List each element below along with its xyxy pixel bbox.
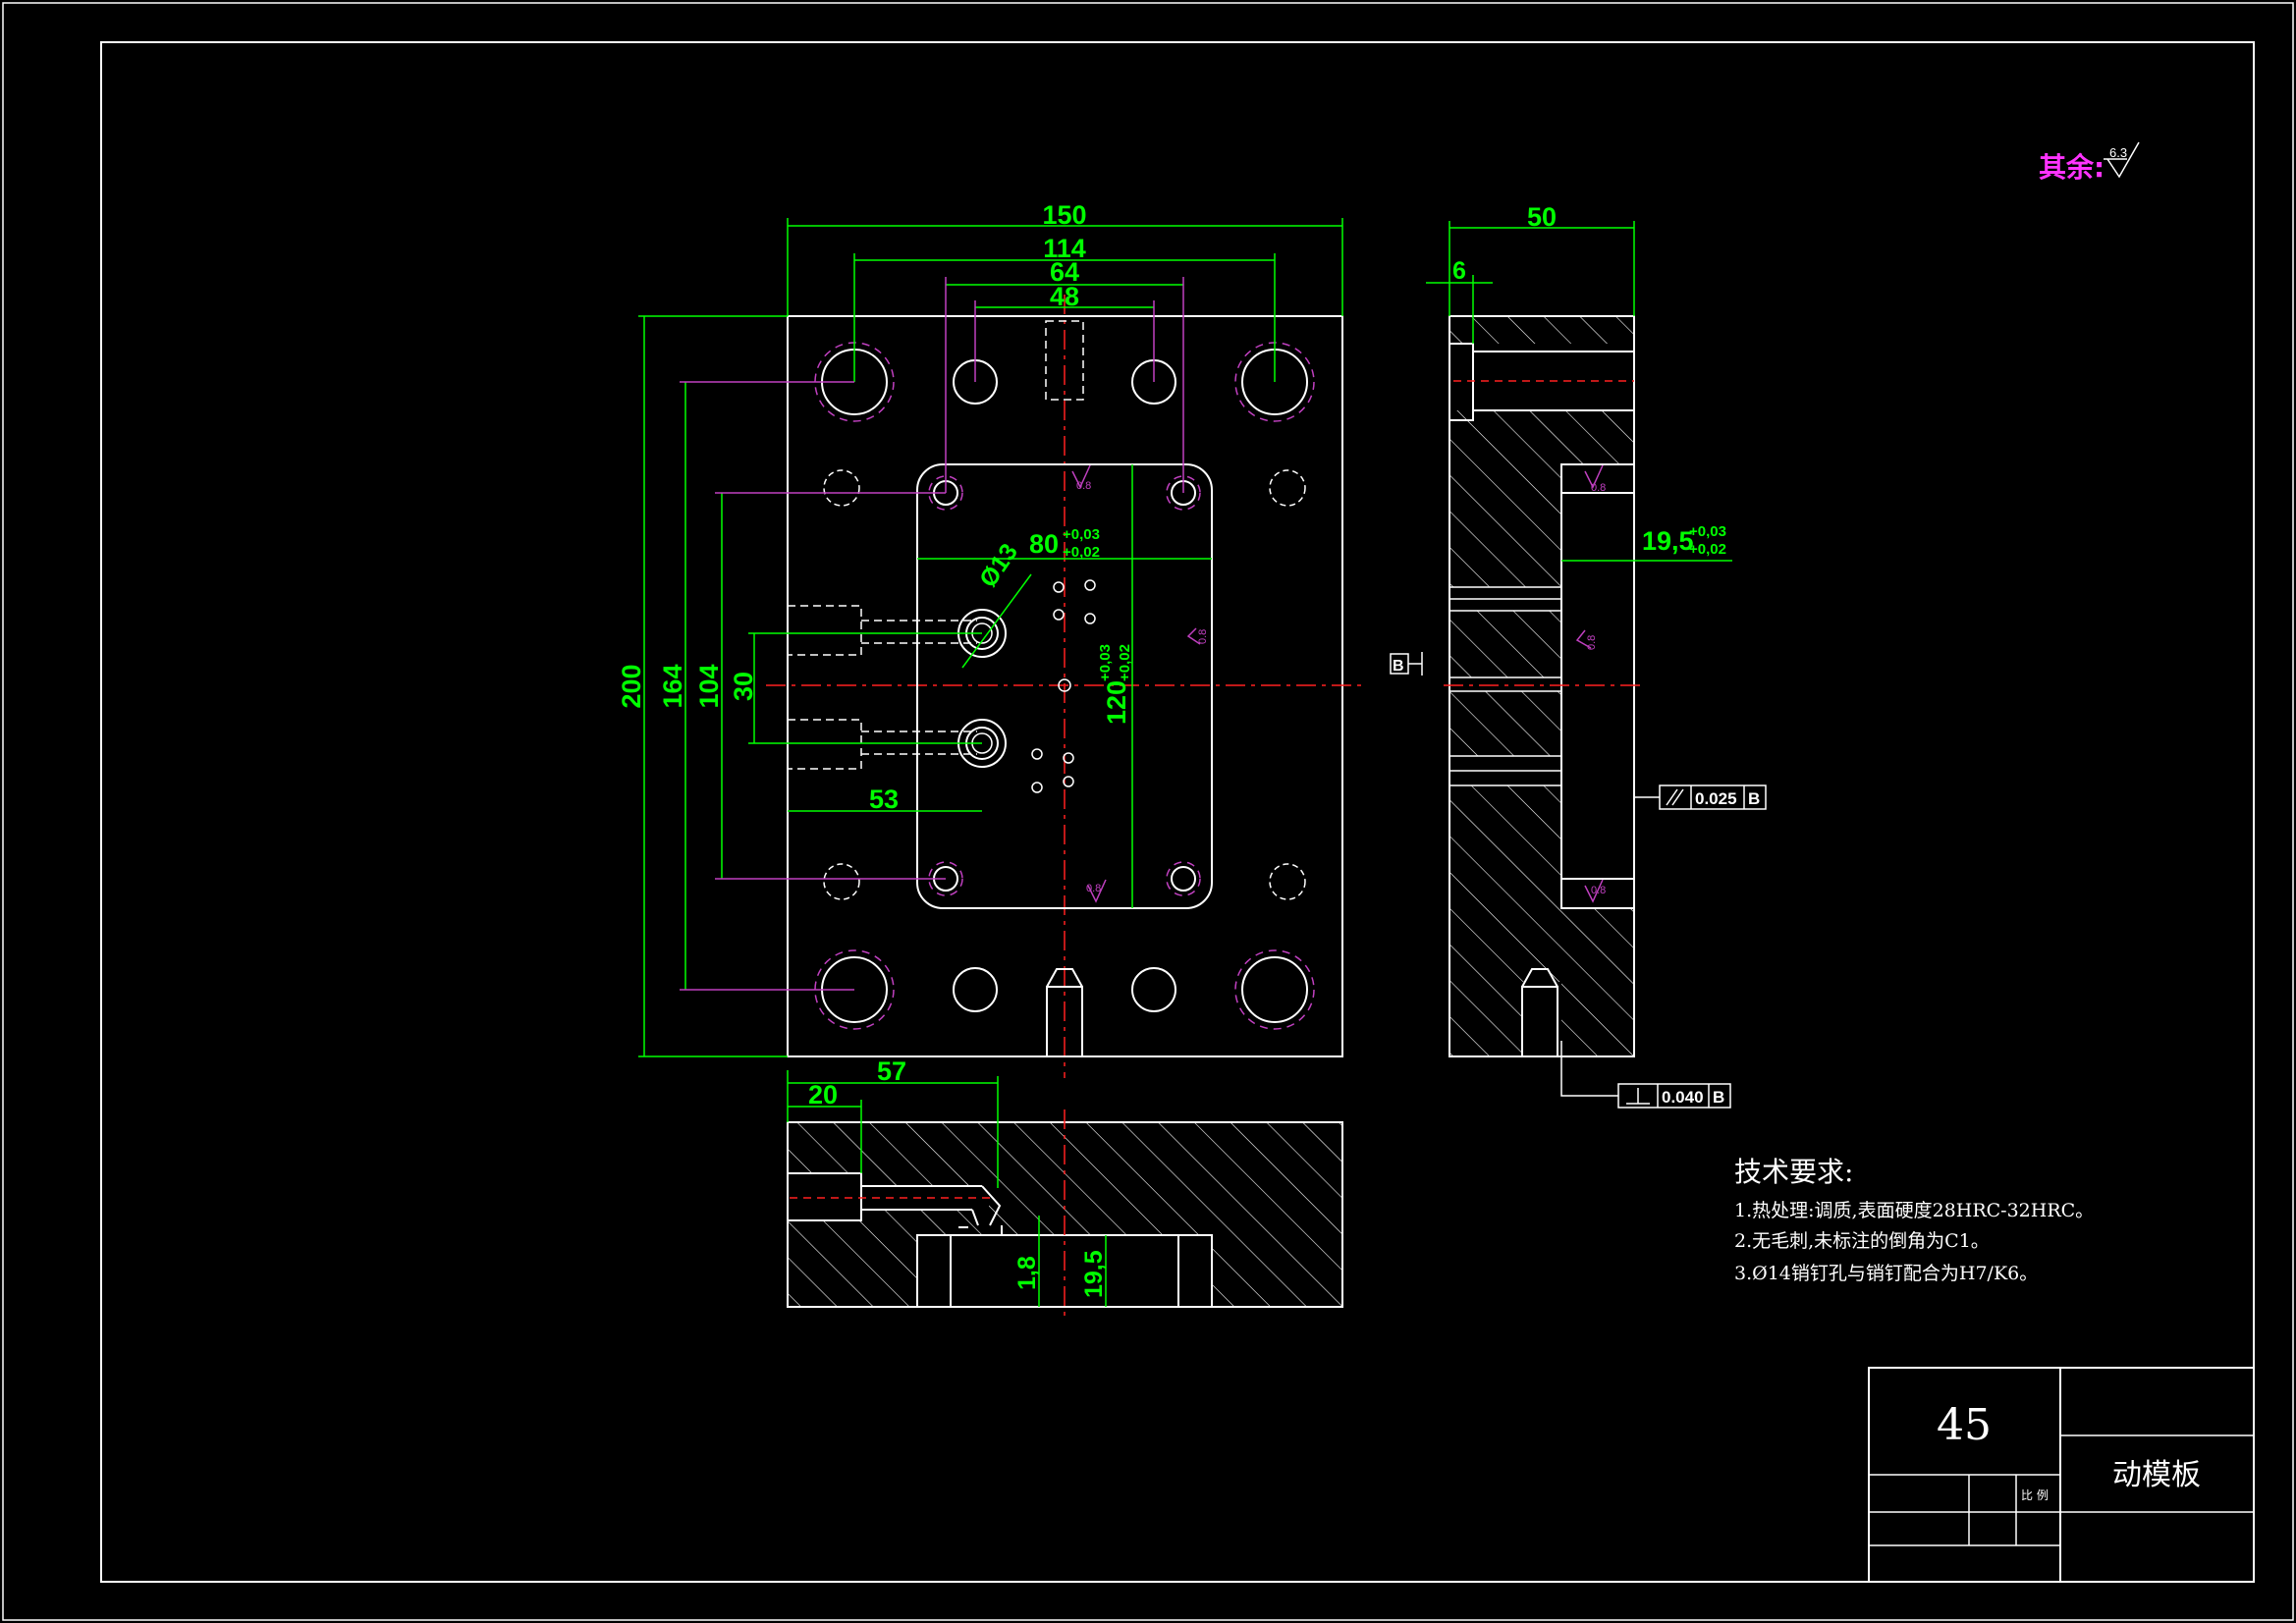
sheet-inner-border: [100, 41, 2255, 1583]
datum-label: B: [1393, 658, 1404, 675]
dim-width-48: 48: [1050, 282, 1079, 311]
surface-note-value: 6.3: [2109, 145, 2127, 160]
parallelism-datum: B: [1748, 789, 1760, 808]
pocket-outline: [916, 463, 1213, 909]
dim-offset-53: 53: [869, 784, 899, 814]
tech-req-item-2: 2.无毛刺,未标注的倒角为C1。: [1734, 1230, 1990, 1252]
dim-section-19-5: 19,5: [1080, 1250, 1108, 1298]
section-view: 20 57 1,8 19,5: [787, 1056, 1343, 1321]
roughness-symbol-icon: [2104, 141, 2140, 179]
dim-pocket-width-tol-upper: +0,03: [1063, 526, 1100, 543]
dim-pocket-height-tol-upper: +0,03: [1097, 644, 1114, 681]
dim-step: 6: [1452, 257, 1466, 285]
front-view: 150 114 64 48 200 164 104 30 53 80 +0,03: [617, 200, 1365, 1078]
dim-section-20: 20: [808, 1080, 838, 1109]
svg-text:0.8: 0.8: [1586, 635, 1598, 650]
perpendicularity-value: 0.040: [1662, 1088, 1704, 1107]
svg-text:0.8: 0.8: [1086, 883, 1101, 894]
dim-height-104: 104: [694, 664, 724, 708]
dim-hole-dia: Ø13: [974, 539, 1023, 593]
tech-req-title: 技术要求:: [1734, 1156, 1853, 1188]
dim-height-total: 200: [617, 664, 646, 708]
title-block: 45 比 例 动模板: [1868, 1367, 2255, 1583]
dim-width-64: 64: [1050, 257, 1079, 287]
svg-text:0.8: 0.8: [1076, 480, 1091, 492]
dim-pocket-width: 80: [1029, 529, 1059, 559]
dim-pocket-height-tol-lower: +0,02: [1117, 644, 1133, 681]
svg-text:0.8: 0.8: [1591, 885, 1606, 896]
title-scale-label: 比 例: [2021, 1488, 2049, 1502]
dim-width-total: 150: [1042, 200, 1086, 230]
svg-text:0.8: 0.8: [1591, 482, 1606, 494]
front-left-dimensions: [638, 315, 982, 1057]
hidden-channels: [787, 320, 1084, 770]
side-view: 50 6 19,5 +0,03 +0,02 0.8 0.8 0.8 B 0.02…: [1390, 202, 1767, 1109]
title-material: 45: [1937, 1400, 1992, 1450]
dim-thickness: 50: [1527, 202, 1557, 232]
front-roughness-marks: 0.8 0.8 0.8: [1071, 464, 1209, 903]
dim-pocket-depth-tol-upper: +0,03: [1689, 523, 1726, 540]
title-part-name: 动模板: [2112, 1458, 2201, 1492]
dim-pocket-depth-tol-lower: +0,02: [1689, 541, 1726, 558]
dim-pocket-width-tol-lower: +0,02: [1063, 544, 1100, 561]
dim-height-164: 164: [658, 664, 687, 708]
parallelism-value: 0.025: [1695, 789, 1737, 808]
dim-height-30: 30: [729, 672, 758, 701]
svg-text:0.8: 0.8: [1197, 629, 1209, 644]
dim-section-57: 57: [877, 1056, 906, 1086]
dim-pocket-height: 120: [1102, 680, 1131, 725]
ejector-holes: [1031, 579, 1096, 793]
hidden-holes: [823, 469, 1306, 900]
dim-section-1-8: 1,8: [1013, 1256, 1041, 1290]
dim-width-114: 114: [1043, 234, 1086, 263]
front-top-dimensions: [787, 218, 1343, 493]
tech-req-item-1: 1.热处理:调质,表面硬度28HRC-32HRC。: [1734, 1200, 2094, 1221]
tech-requirements: 技术要求: 1.热处理:调质,表面硬度28HRC-32HRC。 2.无毛刺,未标…: [1734, 1156, 2094, 1284]
tech-req-item-3: 3.Ø14销钉孔与销钉配合为H7/K6。: [1734, 1263, 2038, 1284]
dim-pocket-depth: 19,5: [1642, 526, 1694, 556]
surface-note-label: 其余:: [2039, 151, 2105, 184]
perpendicularity-datum: B: [1713, 1088, 1724, 1107]
